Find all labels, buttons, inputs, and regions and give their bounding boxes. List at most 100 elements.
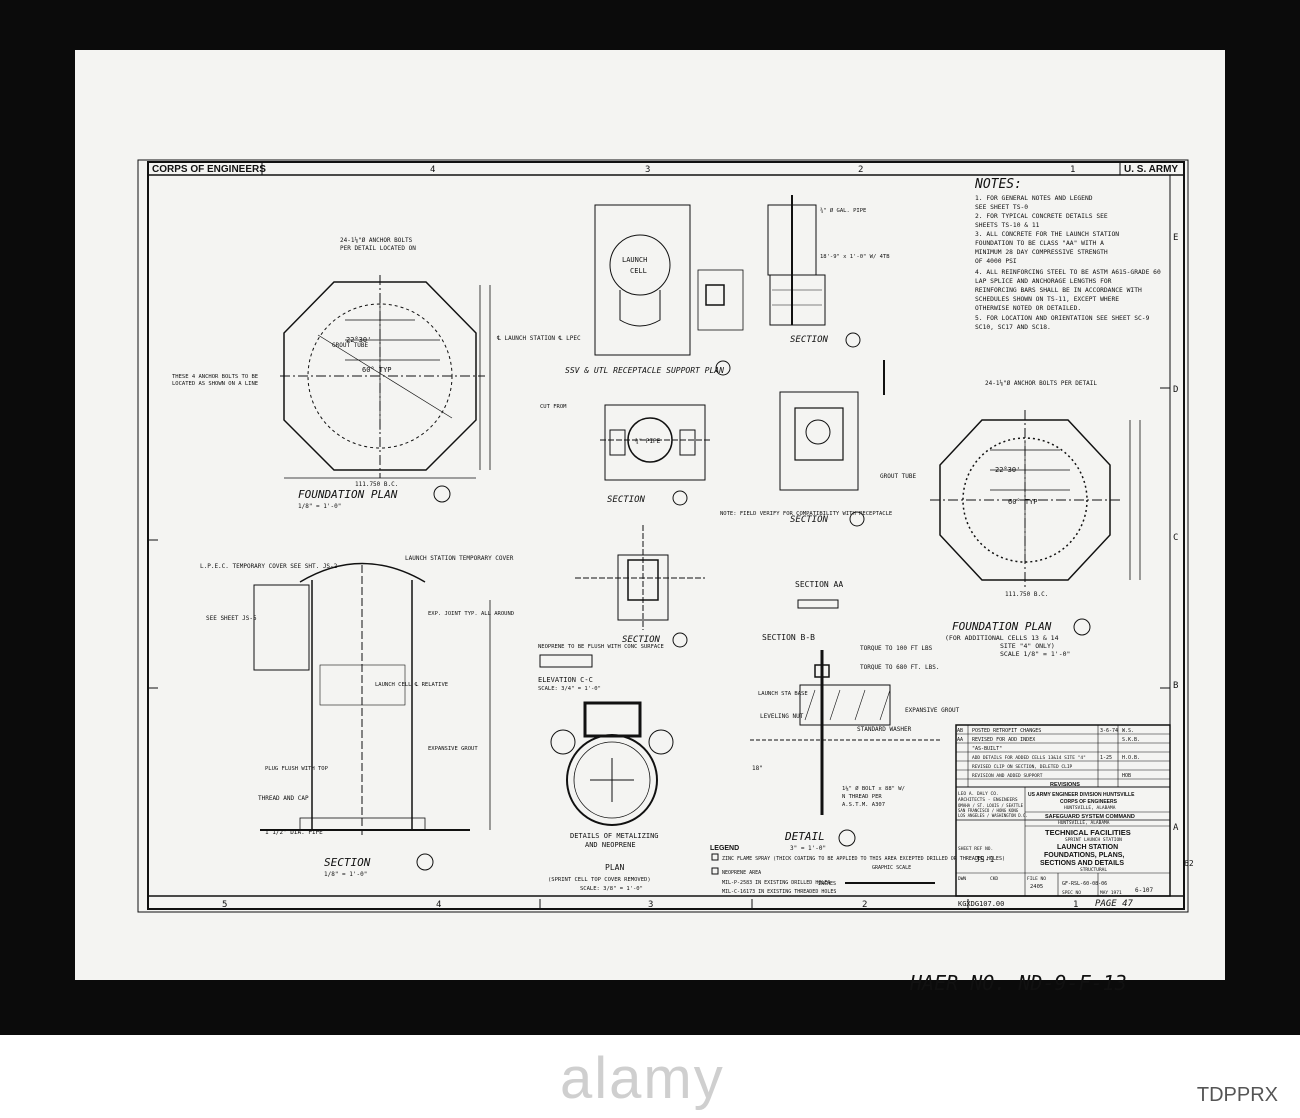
view-scale: 1/8" = 1'-0" [324, 871, 367, 878]
rev-by: W.S. [1122, 728, 1134, 734]
haer-number: HAER NO. ND-9-F-13 [909, 971, 1127, 995]
zone-right-e: E [1173, 233, 1178, 243]
rev-desc: REVISED CLIP ON SECTION, DELETED CLIP [972, 764, 1073, 770]
date: MAY 1971 [1100, 890, 1122, 896]
bolt-note-3: A.S.T.M. A307 [842, 802, 885, 808]
legend: LEGEND ZINC FLAME SPRAY (THICK COATING T… [710, 845, 1005, 895]
view-title: SECTION B-B [762, 633, 815, 642]
bc-dimension: 111.750 B.C. [1005, 591, 1048, 598]
drawing-title: SECTIONS AND DETAILS [1040, 860, 1124, 867]
zone-top-1: 1 [1070, 165, 1075, 175]
firm: ARCHITECTS - ENGINEERS [958, 797, 1018, 803]
view-scale: 3" = 1'-0" [790, 845, 826, 852]
elevation-cc: ELEVATION C-C SCALE: 3/4" = 1'-0" NEOPRE… [538, 644, 664, 692]
zone-top-2: 2 [858, 165, 863, 175]
cover-note: LAUNCH STATION TEMPORARY COVER [405, 555, 514, 562]
note-line: SEE SHEET TS-0 [975, 204, 1028, 211]
drawing-title: STRUCTURAL [1080, 867, 1107, 873]
bolt-note: 1⅛" Ø BOLT x 88" W/ [842, 785, 905, 792]
station: SPRINT LAUNCH STATION [1065, 837, 1122, 843]
foundation-plan-1: 24-1⅛"Ø ANCHOR BOLTS PER DETAIL LOCATED … [172, 237, 581, 510]
zone-bottom-2: 2 [862, 900, 867, 910]
rev-by: S.K.B. [1122, 737, 1140, 743]
centerline-label: ℄ LAUNCH STATION ℄ LPEC [496, 335, 581, 342]
file-no: 2405 [1030, 884, 1043, 890]
rev-desc: "AS-BUILT" [972, 746, 1002, 752]
launch-cell-label-2: CELL [630, 267, 647, 275]
view-title: SECTION [790, 515, 829, 525]
dim-note: 18'-9" x 1'-0" W/ 4TB [820, 254, 890, 260]
angle-label: 60° TYP [362, 366, 392, 374]
pipe-dia-note: 1 1/2" DIA. PIPE [265, 829, 323, 836]
page-number: PAGE 47 [1095, 899, 1134, 909]
zone-bottom-5: 5 [222, 900, 227, 910]
legend-item: MIL-C-16173 IN EXISTING THREADED HOLES [722, 889, 836, 895]
anchor-note-left: THESE 4 ANCHOR BOLTS TO BE [172, 374, 258, 380]
grout-tube-label: GROUT TUBE [332, 342, 369, 349]
grout-tube-label: GROUT TUBE [880, 473, 917, 480]
graphic-scale-label: GRAPHIC SCALE [872, 865, 911, 871]
outer-border [137, 159, 1189, 913]
note-line: REINFORCING BARS SHALL BE IN ACCORDANCE … [975, 287, 1142, 294]
plug-note: PLUG FLUSH WITH TOP [265, 766, 329, 772]
section-top: ¾" Ø GAL. PIPE 18'-9" x 1'-0" W/ 4TB SEC… [767, 195, 890, 348]
launch-cell-label: LAUNCH [622, 256, 647, 264]
header-right: U. S. ARMY [1124, 164, 1178, 175]
base-note: LAUNCH STA BASE [758, 691, 808, 697]
angle-label: 22°30' [346, 336, 371, 344]
rev-date: 3-6-74 [1100, 728, 1118, 734]
note-line: SC10, SC17 AND SC18. [975, 324, 1051, 331]
zone-right-b: B [1173, 681, 1178, 691]
rev-mark: AA [957, 737, 963, 743]
drawing-no: GF-RSL-60-08-06 [1062, 881, 1107, 887]
engineering-drawing: CORPS OF ENGINEERS U. S. ARMY 4 3 2 1 5 … [137, 159, 1194, 995]
view-title-2: AND NEOPRENE [585, 841, 636, 849]
watermark-id: TDPPRX [1196, 1084, 1278, 1106]
zone-bottom-3: 3 [648, 900, 653, 910]
launch-cell-view: LAUNCH CELL SSV & UTL RECEPTACLE SUPPORT… [565, 204, 744, 376]
firm: OMAHA / ST. LOUIS / SEATTLE [958, 803, 1024, 808]
zone-top-4: 4 [430, 165, 435, 175]
sheet-no: 6-107 [1135, 887, 1153, 894]
view-title: SECTION [324, 856, 371, 869]
expansive-grout-note: EXPANSIVE GROUT [905, 707, 960, 714]
bolt-note: CUT FROM [540, 404, 567, 410]
rev-by: H.O.B. [1122, 755, 1140, 761]
firm: LEO A. DALY CO. [958, 791, 999, 797]
detail-5: TORQUE TO 100 FT LBS TORQUE TO 680 FT. L… [750, 645, 960, 852]
command: SAFEGUARD SYSTEM COMMAND [1045, 814, 1135, 820]
revisions-title: REVISIONS [1050, 782, 1080, 788]
view-title: DETAILS OF METALIZING [570, 832, 659, 840]
zone-top-3: 3 [645, 165, 650, 175]
pipe-label: ¾" PIPE [635, 438, 661, 445]
file-no-label: FILE NO [1027, 876, 1046, 882]
firm: LOS ANGELES / WASHINGTON D.C. [958, 813, 1028, 818]
notes-title: NOTES: [974, 177, 1022, 192]
watermark-bar [0, 1035, 1300, 1118]
view-title: SECTION [622, 635, 661, 645]
ckd-label: CKD [990, 876, 998, 882]
section-2: L.P.E.C. TEMPORARY COVER SEE SHT. JS-2 L… [200, 555, 514, 878]
foundation-plan-2: 24-1⅛"Ø ANCHOR BOLTS PER DETAIL GROUT TU… [880, 380, 1141, 658]
header-left: CORPS OF ENGINEERS [152, 164, 266, 175]
anchor-note: 24-1⅛"Ø ANCHOR BOLTS PER DETAIL [985, 380, 1097, 387]
rev-desc: ADD DETAILS FOR ADDED CELLS 13&14 SITE "… [972, 755, 1086, 761]
bolt-note-2: N THREAD PER [842, 794, 882, 800]
zone-right-c: C [1173, 533, 1178, 543]
note-line: 1. FOR GENERAL NOTES AND LEGEND [975, 195, 1093, 202]
note-line: OF 4000 PSI [975, 258, 1017, 265]
view-title: SECTION AA [795, 580, 843, 589]
note-line: OTHERWISE NOTED OR DETAILED. [975, 305, 1081, 312]
see-sheet-note: SEE SHEET JS-5 [206, 615, 257, 622]
legend-item: MIL-P-2583 IN EXISTING DRILLED HOLES [722, 880, 830, 886]
facility: TECHNICAL FACILITIES [1045, 828, 1131, 837]
command: HUNTSVILLE, ALABAMA [1058, 820, 1110, 826]
rev-desc: REVISION AND ADDED SUPPORT [972, 773, 1043, 779]
anchor-note: 24-1⅛"Ø ANCHOR BOLTS [340, 237, 413, 244]
view-title: SECTION [607, 495, 646, 505]
sheet-ref-label: SHEET REF NO. [958, 846, 993, 852]
rev-desc: POSTED RETROFIT CHANGES [972, 728, 1041, 734]
legend-item: NEOPRENE AREA [722, 870, 761, 876]
view-title: FOUNDATION PLAN [952, 620, 1052, 633]
view-title: SECTION [790, 335, 829, 345]
